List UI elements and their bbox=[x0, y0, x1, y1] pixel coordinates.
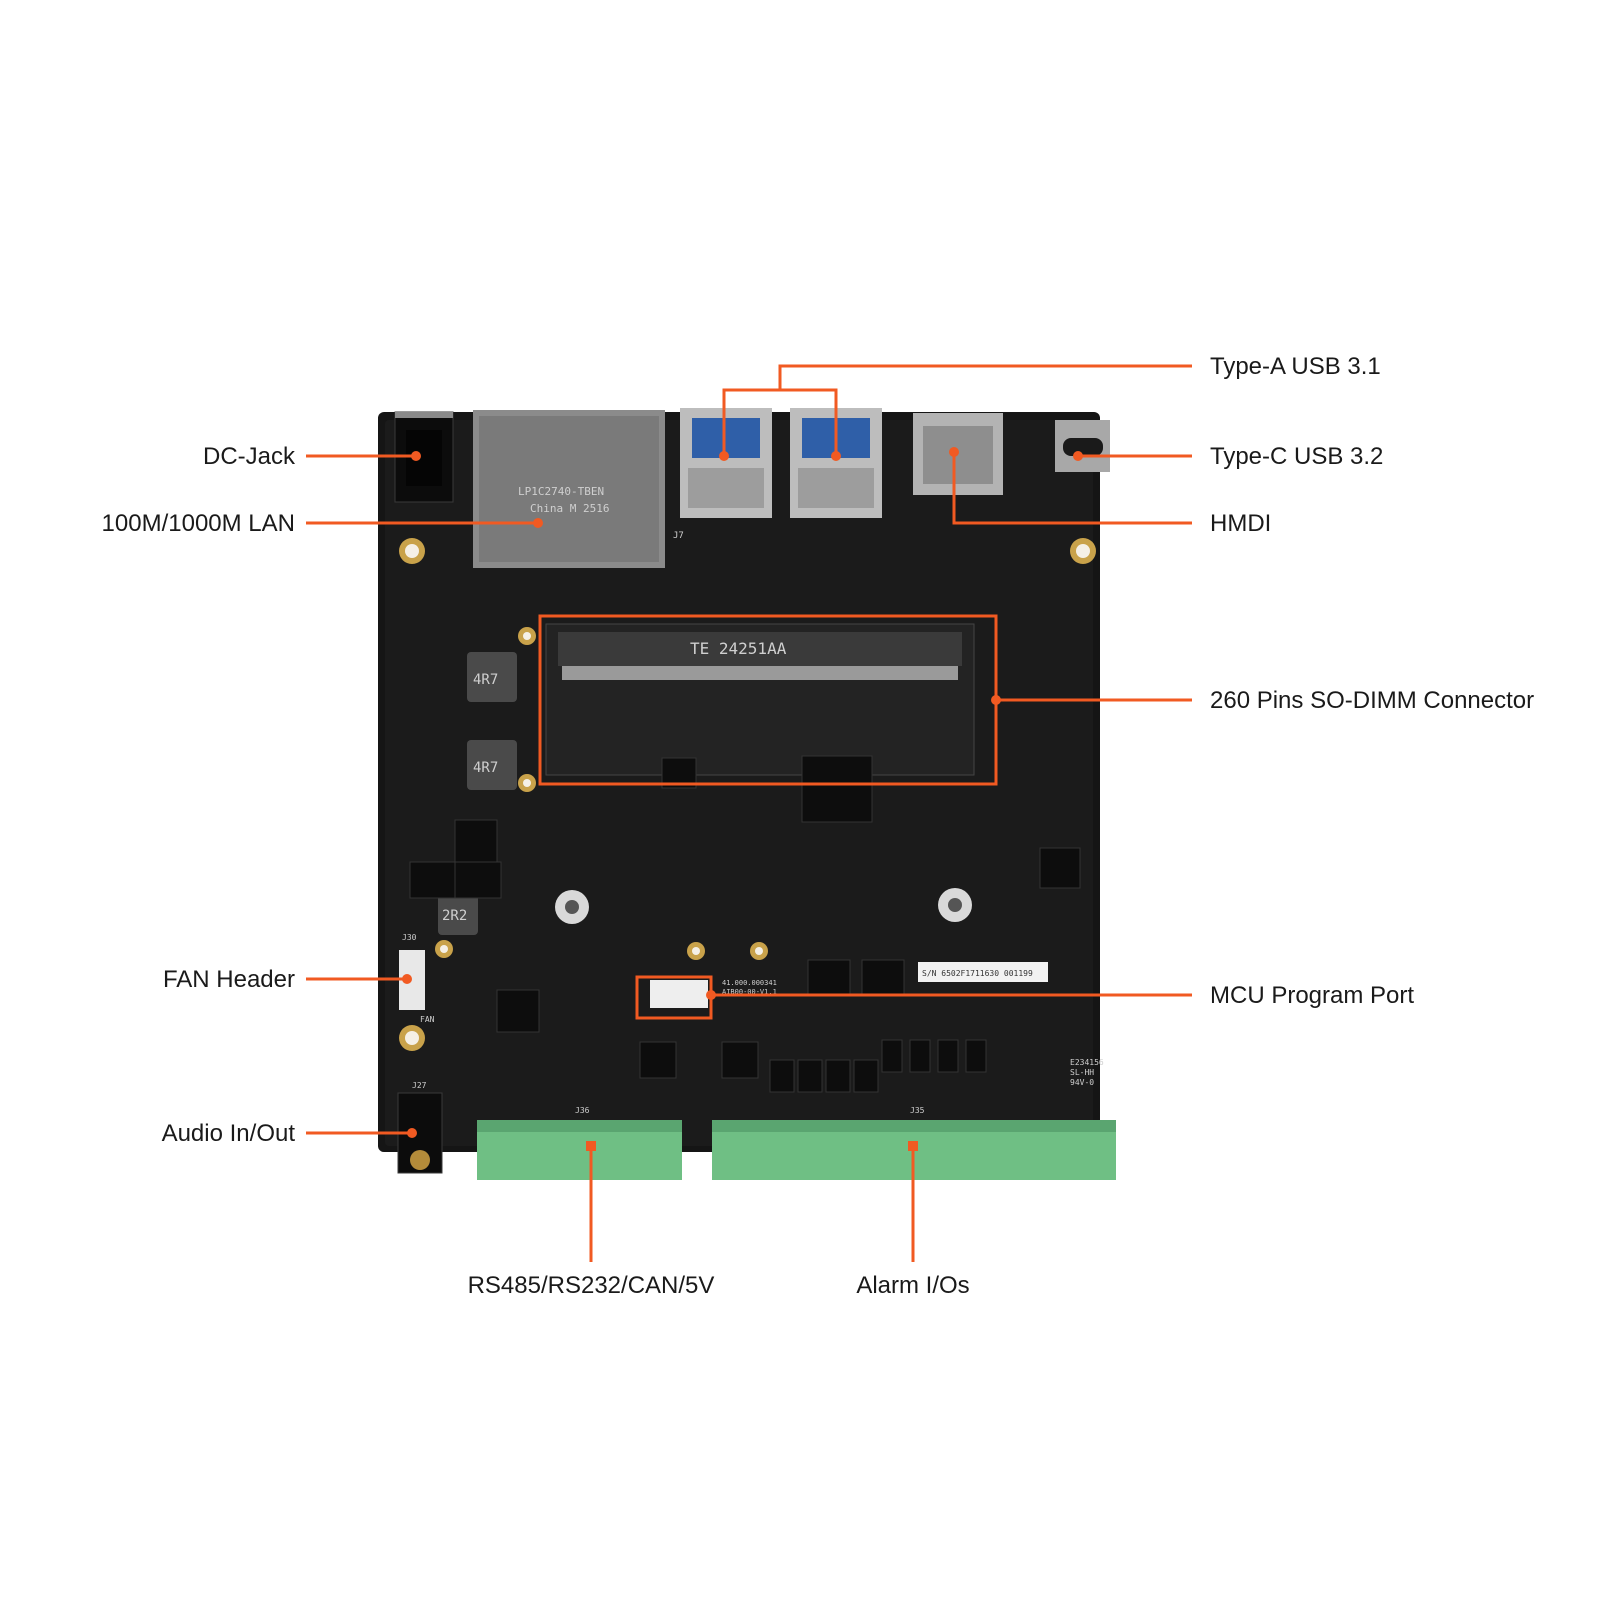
fw-text-1: 41.000.000341 bbox=[722, 979, 777, 987]
j7-marking: J7 bbox=[673, 531, 684, 541]
sodimm-label: 260 Pins SO-DIMM Connector bbox=[1210, 687, 1534, 714]
mcu-port-label: MCU Program Port bbox=[1210, 982, 1414, 1009]
cert-text-2: SL-HH bbox=[1070, 1068, 1094, 1077]
audio-jack: J27 bbox=[397, 1081, 443, 1174]
sodimm-connector: TE 24251AA bbox=[545, 623, 975, 776]
fan-marking: FAN bbox=[420, 1015, 435, 1024]
usb-c-label: Type-C USB 3.2 bbox=[1210, 443, 1383, 470]
usb-a-label: Type-A USB 3.1 bbox=[1210, 353, 1381, 380]
inductors: 4R7 4R7 2R2 bbox=[438, 652, 517, 935]
inductor-a-marking: 4R7 bbox=[473, 672, 498, 688]
ic-chips bbox=[409, 755, 1081, 1093]
callout-dots bbox=[402, 447, 1083, 1151]
mcu-port bbox=[650, 980, 708, 1008]
lan-marking: LP1C2740-TBEN bbox=[518, 485, 604, 498]
cert-text-3: 94V-0 bbox=[1070, 1078, 1094, 1087]
lan-label: 100M/1000M LAN bbox=[102, 510, 295, 537]
fan-header: J30 FAN bbox=[399, 933, 435, 1024]
hdmi-label: HMDI bbox=[1210, 510, 1271, 537]
sodimm-marking: TE 24251AA bbox=[690, 639, 787, 658]
j35-marking: J35 bbox=[910, 1106, 925, 1115]
usb-c-port bbox=[1055, 420, 1110, 472]
fw-text-2: AIB00-00-V1.1 bbox=[722, 988, 777, 996]
mounting-holes bbox=[399, 538, 1096, 1051]
alarm-label: Alarm I/Os bbox=[856, 1272, 969, 1299]
inductor-c-marking: 2R2 bbox=[442, 908, 467, 924]
dc-jack-label: DC-Jack bbox=[203, 443, 296, 470]
fan-header-label: FAN Header bbox=[163, 966, 295, 993]
hdmi-line bbox=[952, 452, 1192, 525]
rs485-label: RS485/RS232/CAN/5V bbox=[468, 1272, 715, 1299]
audio-label: Audio In/Out bbox=[162, 1120, 296, 1147]
serial-sticker: S/N 6502F1711630 001199 41.000.000341 AI… bbox=[722, 962, 1104, 1087]
j36-marking: J36 bbox=[575, 1106, 590, 1115]
j27-marking: J27 bbox=[412, 1081, 427, 1090]
j30-marking: J30 bbox=[402, 933, 417, 942]
inductor-b-marking: 4R7 bbox=[473, 760, 498, 776]
standoffs bbox=[555, 888, 972, 924]
lan-marking-2: China M 2516 bbox=[530, 502, 609, 515]
serial-text: S/N 6502F1711630 001199 bbox=[922, 969, 1033, 978]
cert-text-1: E234156 bbox=[1070, 1058, 1104, 1067]
lan-port: LP1C2740-TBEN China M 2516 bbox=[473, 410, 665, 568]
